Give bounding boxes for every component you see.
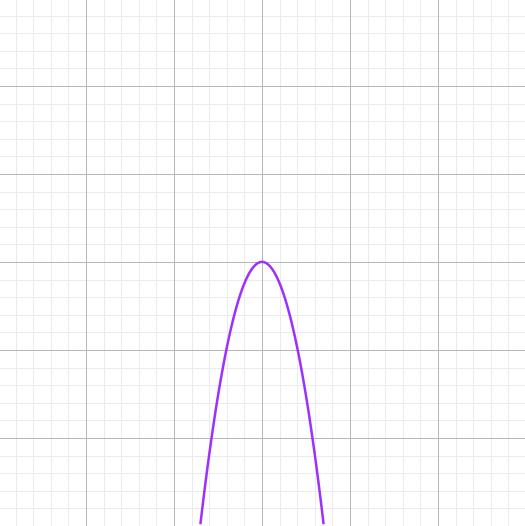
data-point[interactable]: [285, 307, 291, 313]
data-point[interactable]: [206, 452, 212, 458]
data-point[interactable]: [259, 259, 265, 265]
series-curve-0[interactable]: [199, 260, 325, 525]
data-point[interactable]: [215, 393, 221, 399]
data-point[interactable]: [233, 307, 239, 313]
data-point[interactable]: [241, 280, 247, 286]
data-point[interactable]: [312, 452, 318, 458]
curves-layer: [197, 259, 327, 526]
data-point[interactable]: [277, 280, 283, 286]
data-point[interactable]: [303, 393, 309, 399]
data-point[interactable]: [197, 521, 203, 526]
data-point[interactable]: [268, 264, 274, 270]
data-point[interactable]: [250, 264, 256, 270]
data-point[interactable]: [294, 344, 300, 350]
data-point[interactable]: [321, 521, 327, 526]
data-point[interactable]: [224, 344, 230, 350]
